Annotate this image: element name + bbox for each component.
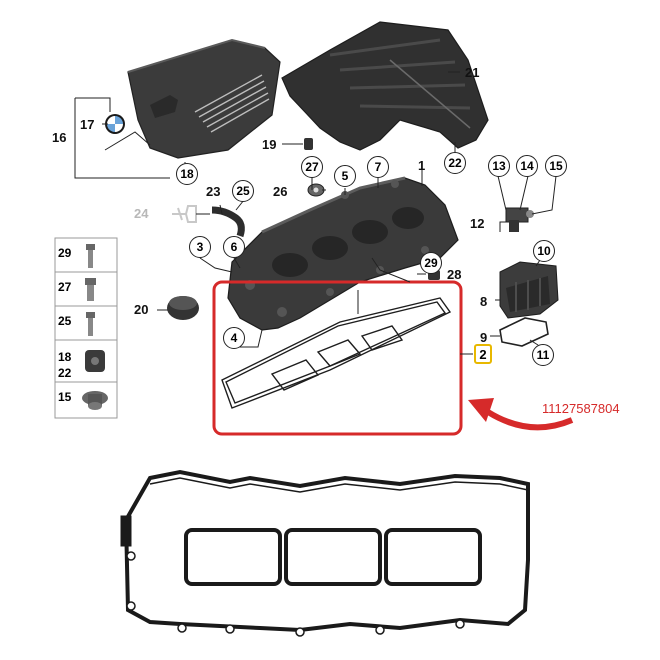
separator-gasket bbox=[499, 317, 549, 347]
bmw-roundel-icon bbox=[105, 114, 125, 134]
callout-12: 12 bbox=[470, 216, 485, 231]
grommet-18-22 bbox=[85, 350, 105, 372]
callout-1: 1 bbox=[418, 158, 426, 173]
callout-14: 14 bbox=[516, 155, 538, 177]
bolt-27 bbox=[85, 278, 96, 301]
gasket-photo bbox=[120, 469, 530, 637]
part-19 bbox=[304, 138, 313, 150]
legend-label-18: 18 bbox=[58, 350, 72, 364]
breather-connector-ghost bbox=[172, 205, 197, 223]
part-26 bbox=[307, 183, 325, 197]
callout-16: 16 bbox=[52, 130, 67, 145]
legend-label-25: 25 bbox=[58, 314, 72, 328]
callout-25: 25 bbox=[232, 180, 254, 202]
oil-separator-housing bbox=[499, 261, 559, 319]
callout-11: 11 bbox=[532, 344, 554, 366]
leader-lines bbox=[74, 71, 557, 355]
valve-cover bbox=[227, 176, 459, 331]
callout-19: 19 bbox=[262, 137, 277, 152]
legend-label-27: 27 bbox=[58, 280, 72, 294]
callout-3: 3 bbox=[189, 236, 211, 258]
callout-13: 13 bbox=[488, 155, 510, 177]
callout-9: 9 bbox=[480, 330, 488, 345]
engine-cover bbox=[127, 38, 281, 159]
valve-cover-gasket-drawing bbox=[221, 297, 452, 409]
legend-panel bbox=[54, 237, 118, 419]
callout-21: 21 bbox=[465, 65, 480, 80]
callout-24: 24 bbox=[134, 206, 149, 221]
legend-label-29: 29 bbox=[58, 246, 72, 260]
heat-shield bbox=[281, 21, 489, 151]
callout-8: 8 bbox=[480, 294, 488, 309]
breather-hose bbox=[211, 206, 245, 238]
callout-15: 15 bbox=[545, 155, 567, 177]
camshaft-sensor bbox=[505, 207, 534, 232]
callout-28: 28 bbox=[447, 267, 462, 282]
callout-29: 29 bbox=[420, 252, 442, 274]
bolt-25 bbox=[86, 312, 95, 336]
callout-27: 27 bbox=[301, 156, 323, 178]
red-arrow-icon bbox=[468, 398, 574, 431]
callout-6: 6 bbox=[223, 236, 245, 258]
legend-label-22: 22 bbox=[58, 366, 72, 380]
callout-5: 5 bbox=[334, 165, 356, 187]
callout-18: 18 bbox=[176, 163, 198, 185]
callout-26: 26 bbox=[273, 184, 288, 199]
cap-plug bbox=[167, 296, 199, 320]
callout-20: 20 bbox=[134, 302, 149, 317]
callout-2: 2 bbox=[474, 344, 492, 364]
part-number: 11127587804 bbox=[542, 401, 620, 416]
highlight-box bbox=[212, 280, 463, 436]
callout-10: 10 bbox=[533, 240, 555, 262]
callout-7: 7 bbox=[367, 156, 389, 178]
bolt-29 bbox=[86, 244, 95, 268]
callout-17: 17 bbox=[80, 117, 95, 132]
legend-label-15: 15 bbox=[58, 390, 72, 404]
callout-4: 4 bbox=[223, 327, 245, 349]
seal-15 bbox=[82, 391, 108, 410]
callout-23: 23 bbox=[206, 184, 221, 199]
callout-22: 22 bbox=[444, 152, 466, 174]
